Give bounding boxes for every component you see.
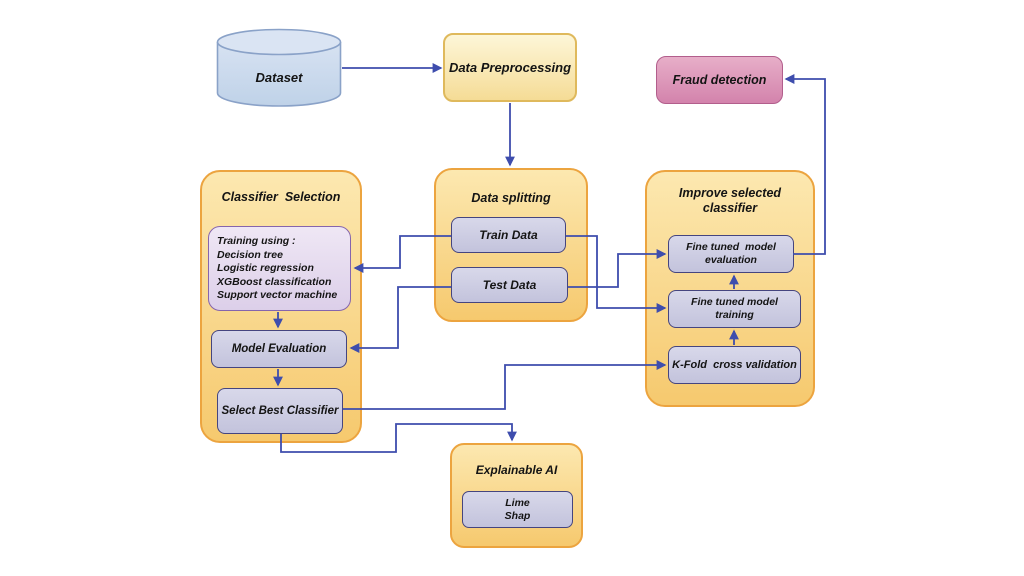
training-methods-box: Training using : Decision tree Logistic … [208,226,351,311]
train-data-box: Train Data [451,217,566,253]
test-data-box: Test Data [451,267,568,303]
kfold-box: K-Fold cross validation [668,346,801,384]
lime-shap-box: Lime Shap [462,491,573,528]
preprocessing-node: Data Preprocessing [443,33,577,102]
select-best-classifier-box: Select Best Classifier [217,388,343,434]
training-methods-line: Logistic regression [217,262,314,275]
training-methods-line: XGBoost classification [217,275,332,288]
kfold-label: K-Fold cross validation [672,359,797,371]
explainable-ai-title: Explainable AI [475,463,558,477]
improve-classifier-title: Improve selected classifier [678,186,782,215]
data-splitting-title: Data splitting [471,191,551,205]
preprocessing-label: Data Preprocessing [448,60,572,75]
dataset-cylinder: Dataset [216,28,342,108]
training-methods-line: Training using : [217,235,296,247]
select-best-classifier-label: Select Best Classifier [221,405,339,417]
arrow-selectbest-to-kfold [343,360,667,410]
model-evaluation-label: Model Evaluation [231,343,327,355]
cylinder-shape-icon [216,28,342,107]
fraud-detection-label: Fraud detection [672,73,767,87]
training-methods-line: Decision tree [217,248,283,261]
fine-tuned-evaluation-box: Fine tuned model evaluation [668,235,794,273]
dataset-label: Dataset [255,69,303,85]
fine-tuned-training-box: Fine tuned model training [668,290,801,328]
test-data-label: Test Data [482,278,537,292]
train-data-label: Train Data [479,228,538,242]
model-evaluation-box: Model Evaluation [211,330,347,368]
classifier-selection-title: Classifier Selection [221,190,341,204]
fraud-detection-node: Fraud detection [656,56,783,104]
training-methods-line: Support vector machine [217,289,338,302]
